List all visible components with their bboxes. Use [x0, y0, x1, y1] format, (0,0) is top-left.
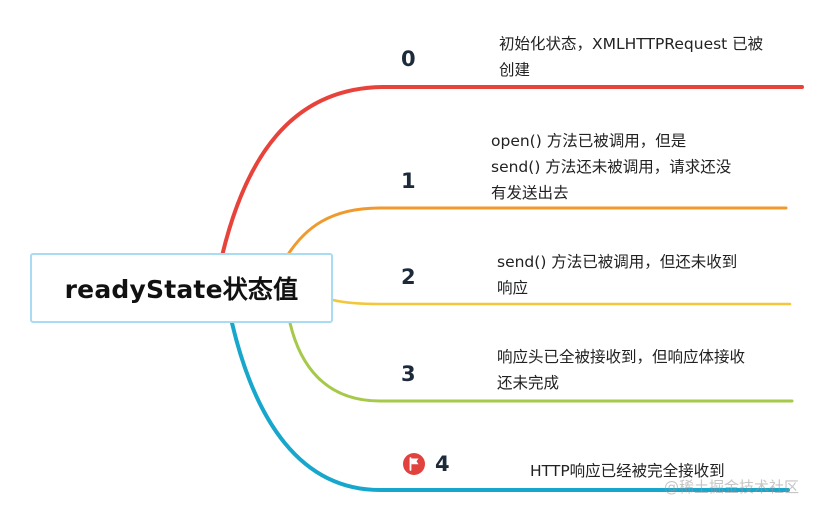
branch-2-number: 2	[401, 265, 416, 289]
root-node: readyState状态值	[30, 253, 333, 323]
branch-4-number: 4	[435, 452, 450, 476]
branch-2-description: send() 方法已被调用，但还未收到 响应	[497, 253, 738, 297]
branch-0-number: 0	[401, 47, 416, 71]
branch-1-number: 1	[401, 169, 416, 193]
red-flag-icon	[403, 453, 425, 475]
branch-4-connector	[230, 321, 790, 492]
branch-0-connector	[220, 85, 804, 258]
branch-4-description: HTTP响应已经被完全接收到	[530, 462, 725, 480]
branch-1-description: open() 方法已被调用，但是 send() 方法还未被调用，请求还没 有发送…	[491, 132, 732, 202]
branch-1-connector	[285, 206, 788, 258]
branch-3-description: 响应头已全被接收到，但响应体接收 还未完成	[497, 348, 746, 392]
branch-3-connector	[288, 321, 794, 403]
root-label: readyState状态值	[64, 275, 299, 304]
branch-3-number: 3	[401, 362, 416, 386]
watermark: @稀土掘金技术社区	[664, 478, 800, 496]
branch-0-description: 初始化状态，XMLHTTPRequest 已被 创建	[499, 35, 764, 79]
branch-2-connector	[331, 298, 792, 306]
